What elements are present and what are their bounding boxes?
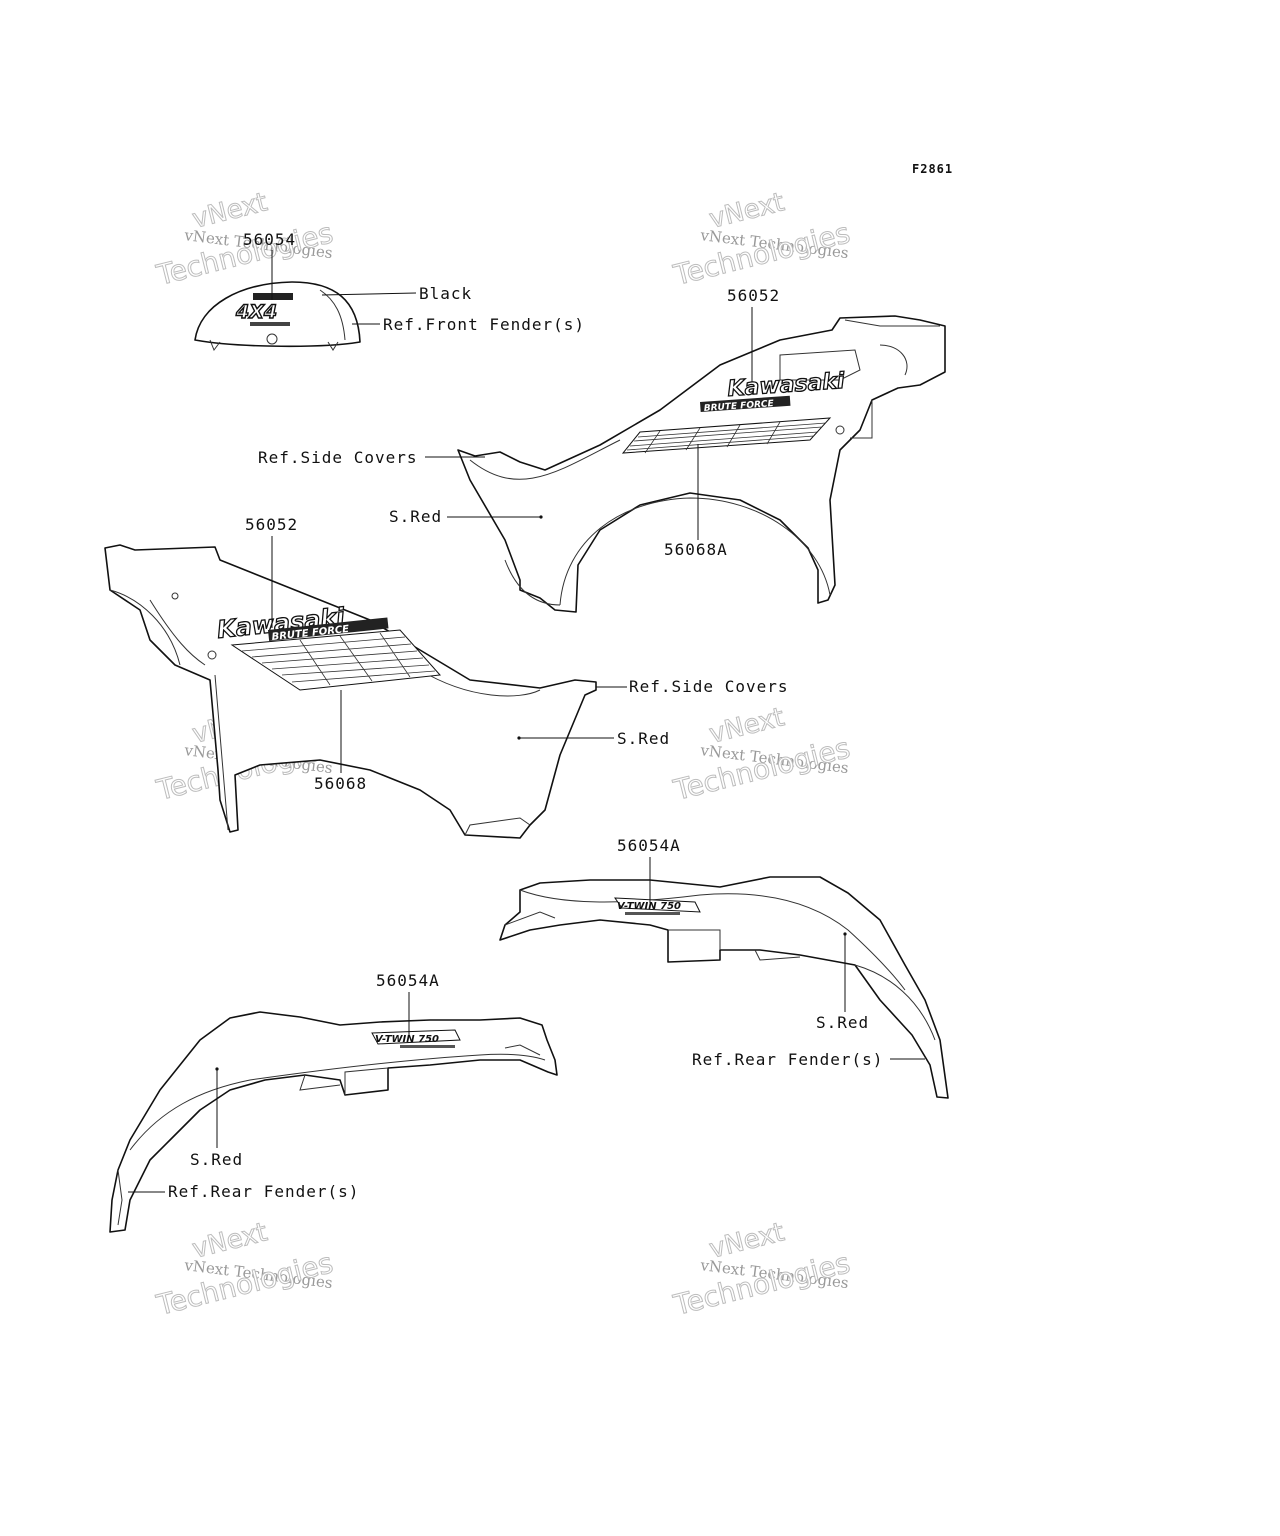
label-ref-rear-fender-left: Ref.Rear Fender(s) [168,1182,359,1201]
watermark-top-right: vNext vNext Technologies Technologies [669,187,853,293]
label-ref-side-covers-top: Ref.Side Covers [258,448,418,467]
svg-text:Technologies: Technologies [153,216,336,292]
svg-text:BRUTE FORCE: BRUTE FORCE [704,399,775,414]
label-sred-left: S.Red [190,1150,243,1169]
kawasaki-decal-right: Kawasaki BRUTE FORCE [700,368,846,414]
label-sred-top: S.Red [389,507,442,526]
label-black: Black [419,284,472,303]
dot-sred-right [843,932,847,936]
right-side-cover-part: Kawasaki BRUTE FORCE [457,315,946,613]
v-twin-decal-right: V-TWIN 750 [614,897,701,915]
svg-text:Technologies: Technologies [670,1246,853,1322]
left-side-cover-part: Kawasaki BRUTE FORCE [104,544,597,839]
figure-id: F2861 [912,162,953,176]
dot-sred-mid [517,736,521,740]
svg-text:4X4: 4X4 [235,301,277,323]
label-ref-front-fender: Ref.Front Fender(s) [383,315,585,334]
left-rear-fender-part: V-TWIN 750 [109,1011,558,1233]
label-56052-left: 56052 [245,515,298,534]
right-rear-fender-part: V-TWIN 750 [499,876,949,1099]
leader-black [321,292,417,296]
front-fender-part: 4X4 [194,281,361,352]
watermark-bottom-right: vNext vNext Technologies Technologies [669,1217,853,1323]
watermark-mid-right: vNext vNext Technologies Technologies [669,702,853,808]
label-ref-rear-fender-right: Ref.Rear Fender(s) [692,1050,883,1069]
svg-text:Technologies: Technologies [670,216,853,292]
dot-sred-left [215,1067,219,1071]
svg-text:V-TWIN 750: V-TWIN 750 [617,901,681,912]
dot-sred-top [539,515,543,519]
label-56054a-right: 56054A [617,836,681,855]
svg-text:Technologies: Technologies [670,731,853,807]
label-sred-mid: S.Red [617,729,670,748]
label-sred-right: S.Red [816,1013,869,1032]
label-56054a-left: 56054A [376,971,440,990]
grille-decal-right [621,417,832,454]
grille-decal-left [230,629,442,691]
svg-text:Technologies: Technologies [153,1246,336,1322]
svg-text:V-TWIN 750: V-TWIN 750 [375,1034,439,1045]
label-56068: 56068 [314,774,367,793]
label-56052-top: 56052 [727,286,780,305]
v-twin-decal-left: V-TWIN 750 [371,1029,461,1048]
label-ref-side-covers-mid: Ref.Side Covers [629,677,789,696]
label-56068a: 56068A [664,540,728,559]
four-by-four-decal: 4X4 [234,293,293,326]
label-56054: 56054 [243,230,296,249]
watermark-bottom-left: vNext vNext Technologies Technologies [152,1217,336,1323]
